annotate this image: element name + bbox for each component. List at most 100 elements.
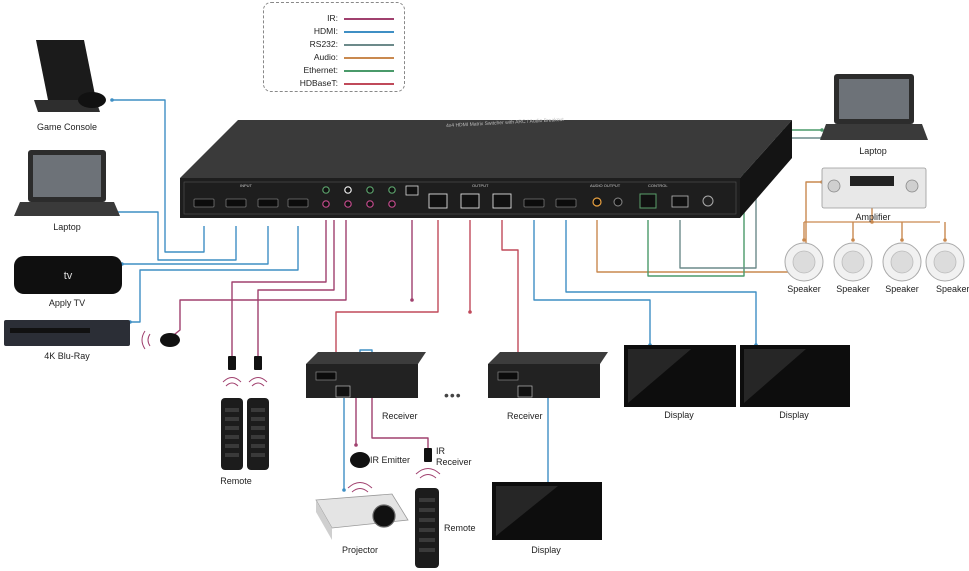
wire-speaker-2-end xyxy=(851,238,855,242)
speaker-2-cone xyxy=(841,250,865,274)
wire-hdbt-2-end xyxy=(468,310,472,314)
laptop-left-label: Laptop xyxy=(53,222,81,232)
audio-jack-6 xyxy=(366,200,374,208)
hdmi-line-swatch xyxy=(344,31,394,33)
laptop-right-label: Laptop xyxy=(859,146,887,156)
projector-label: Projector xyxy=(341,545,379,555)
speaker-4-cone xyxy=(933,250,957,274)
receiver-2-front xyxy=(488,364,600,398)
wire-apple-tv xyxy=(122,226,269,265)
audio-jack-8 xyxy=(388,200,396,208)
legend-row-audio: Audio: xyxy=(264,52,404,63)
remote-left-1-button-row xyxy=(225,444,239,448)
section-control: CONTROL xyxy=(648,183,668,188)
hdbaset-line-swatch xyxy=(344,83,394,85)
optical-port xyxy=(592,197,602,207)
remote-left-2 xyxy=(247,398,269,470)
section-input: INPUT xyxy=(240,183,252,188)
speaker-1-cone xyxy=(792,250,816,274)
remote-bottom-button-row xyxy=(419,518,435,522)
rs232-line-swatch xyxy=(344,44,394,46)
remote-left-label: Remote xyxy=(220,476,252,486)
remote-bottom-button-row xyxy=(419,548,435,552)
audio-line-swatch xyxy=(344,57,394,59)
remote-left-1-button-row xyxy=(225,453,239,457)
cable-legend: IR: HDMI: RS232: Audio: Ethernet: HDBase… xyxy=(263,2,405,92)
legend-row-hdmi: HDMI: xyxy=(264,26,404,37)
audio-jack-7 xyxy=(388,186,396,194)
ir-signal-remote-icon xyxy=(415,468,441,479)
audio-jack-3 xyxy=(344,186,352,194)
apple-tv-label: Apply TV xyxy=(48,298,86,308)
hdbaset-port-1 xyxy=(428,193,448,209)
ir-receiver-2-icon xyxy=(254,356,262,370)
game-console-label: Game Console xyxy=(36,122,98,132)
remote-left-1-button-row xyxy=(225,426,239,430)
receiver-1-hdmi-port xyxy=(315,371,337,381)
wire-display-1 xyxy=(533,220,651,345)
remote-left-2-button-row xyxy=(251,417,265,421)
speaker-4-label: Speaker xyxy=(936,284,969,294)
hdbaset-port-3 xyxy=(492,193,512,209)
laptop-right-screen xyxy=(839,79,909,119)
legend-row-hdbaset: HDBaseT: xyxy=(264,78,404,89)
wire-projector-end xyxy=(342,488,346,492)
display-1-glare xyxy=(628,349,692,403)
hdmi-input-port-4 xyxy=(287,198,309,208)
remote-left-2-button-row xyxy=(251,426,265,430)
ir-signal-2-icon xyxy=(248,377,268,387)
remote-bottom-button-row xyxy=(419,498,435,502)
speaker-3-cone xyxy=(890,250,914,274)
game-console-body xyxy=(36,40,96,100)
ir-line-swatch xyxy=(344,18,394,20)
wire-hdbt-3 xyxy=(501,220,519,368)
receiver-2-hdmi-port xyxy=(497,371,519,381)
remote-left-1-button-row xyxy=(225,408,239,412)
switcher-panel xyxy=(183,181,737,215)
receiver-1-front xyxy=(306,364,418,398)
wire-laptop-left xyxy=(116,211,237,261)
apple-tv-box xyxy=(14,256,122,294)
ir-receiver-label: IR Receiver xyxy=(436,446,472,467)
section-audio-output: AUDIO OUTPUT xyxy=(590,183,621,188)
ir-signal-1-icon xyxy=(222,377,242,387)
amplifier-knob-right xyxy=(905,179,919,193)
audio-jack-2 xyxy=(322,200,330,208)
laptop-right-keyboard xyxy=(820,124,928,140)
wire-ir-emitter-end xyxy=(354,443,358,447)
remote-left-2-button-row xyxy=(251,435,265,439)
rs232-port xyxy=(405,185,419,196)
bluray-tray xyxy=(10,328,90,333)
amplifier-knob-left xyxy=(827,179,841,193)
ir-receiver-1-icon xyxy=(228,356,236,370)
receiver-1-label: Receiver xyxy=(382,411,418,421)
receiver-2-rj45-port xyxy=(517,385,533,398)
remote-left-1-button-row xyxy=(225,435,239,439)
ir-emitter-icon xyxy=(350,452,370,468)
apple-tv-logo: tv xyxy=(64,270,73,282)
display-2-label: Display xyxy=(779,410,809,420)
switcher-side xyxy=(740,120,792,218)
switcher-front xyxy=(180,178,740,218)
hdmi-output-port-1 xyxy=(523,198,545,208)
wire-speaker-3-end xyxy=(900,238,904,242)
ir-receiver-icon xyxy=(424,448,432,462)
remote-bottom-button-row xyxy=(419,528,435,532)
display-bottom-label: Display xyxy=(531,545,561,555)
amplifier-display xyxy=(850,176,894,186)
wire-ir-remote-1 xyxy=(231,220,327,358)
hdbaset-port-2 xyxy=(460,193,480,209)
more-receivers-ellipsis: ••• xyxy=(444,387,462,403)
wire-game-console xyxy=(112,99,205,253)
audio-jack-4 xyxy=(344,200,352,208)
wire-ir-out-end xyxy=(410,298,414,302)
wire-speaker-1-end xyxy=(802,238,806,242)
laptop-left-keyboard xyxy=(14,202,120,216)
speaker-1-label: Speaker xyxy=(787,284,821,294)
speaker-2-label: Speaker xyxy=(836,284,870,294)
display-bottom-glare xyxy=(496,486,558,536)
amplifier-label: Amplifier xyxy=(855,212,891,222)
remote-bottom-label: Remote xyxy=(444,523,476,533)
remote-bottom-button-row xyxy=(419,538,435,542)
